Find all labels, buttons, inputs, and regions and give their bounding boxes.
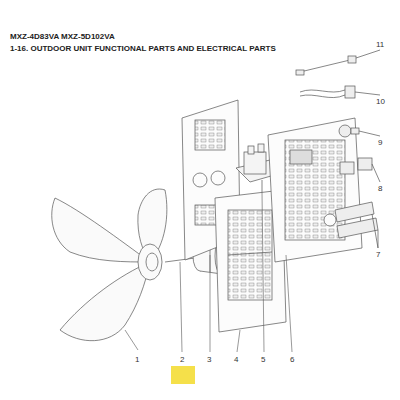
connector — [340, 158, 380, 182]
section-title: 1-16. OUTDOOR UNIT FUNCTIONAL PARTS AND … — [10, 44, 276, 53]
highlight — [171, 366, 195, 384]
callout-number: 1 — [135, 355, 139, 364]
callout-number: 2 — [180, 355, 184, 364]
model-title: MXZ-4D83VA MXZ-5D102VA — [10, 32, 115, 41]
terminal-block — [335, 202, 378, 248]
callout-number: 4 — [234, 355, 238, 364]
propeller-fan — [52, 189, 167, 341]
thermistor — [300, 86, 380, 98]
callout-number: 11 — [376, 40, 384, 49]
leader-line — [125, 192, 292, 352]
control-board — [268, 118, 362, 262]
callout-number: 5 — [261, 355, 265, 364]
thermistor — [296, 50, 380, 75]
callout-number: 7 — [376, 250, 380, 259]
callout-number: 3 — [207, 355, 211, 364]
callout-number: 6 — [290, 355, 294, 364]
small-part — [339, 125, 380, 137]
callout-number: 8 — [378, 184, 382, 193]
callout-number: 10 — [376, 97, 385, 106]
callout-number: 9 — [378, 138, 382, 147]
